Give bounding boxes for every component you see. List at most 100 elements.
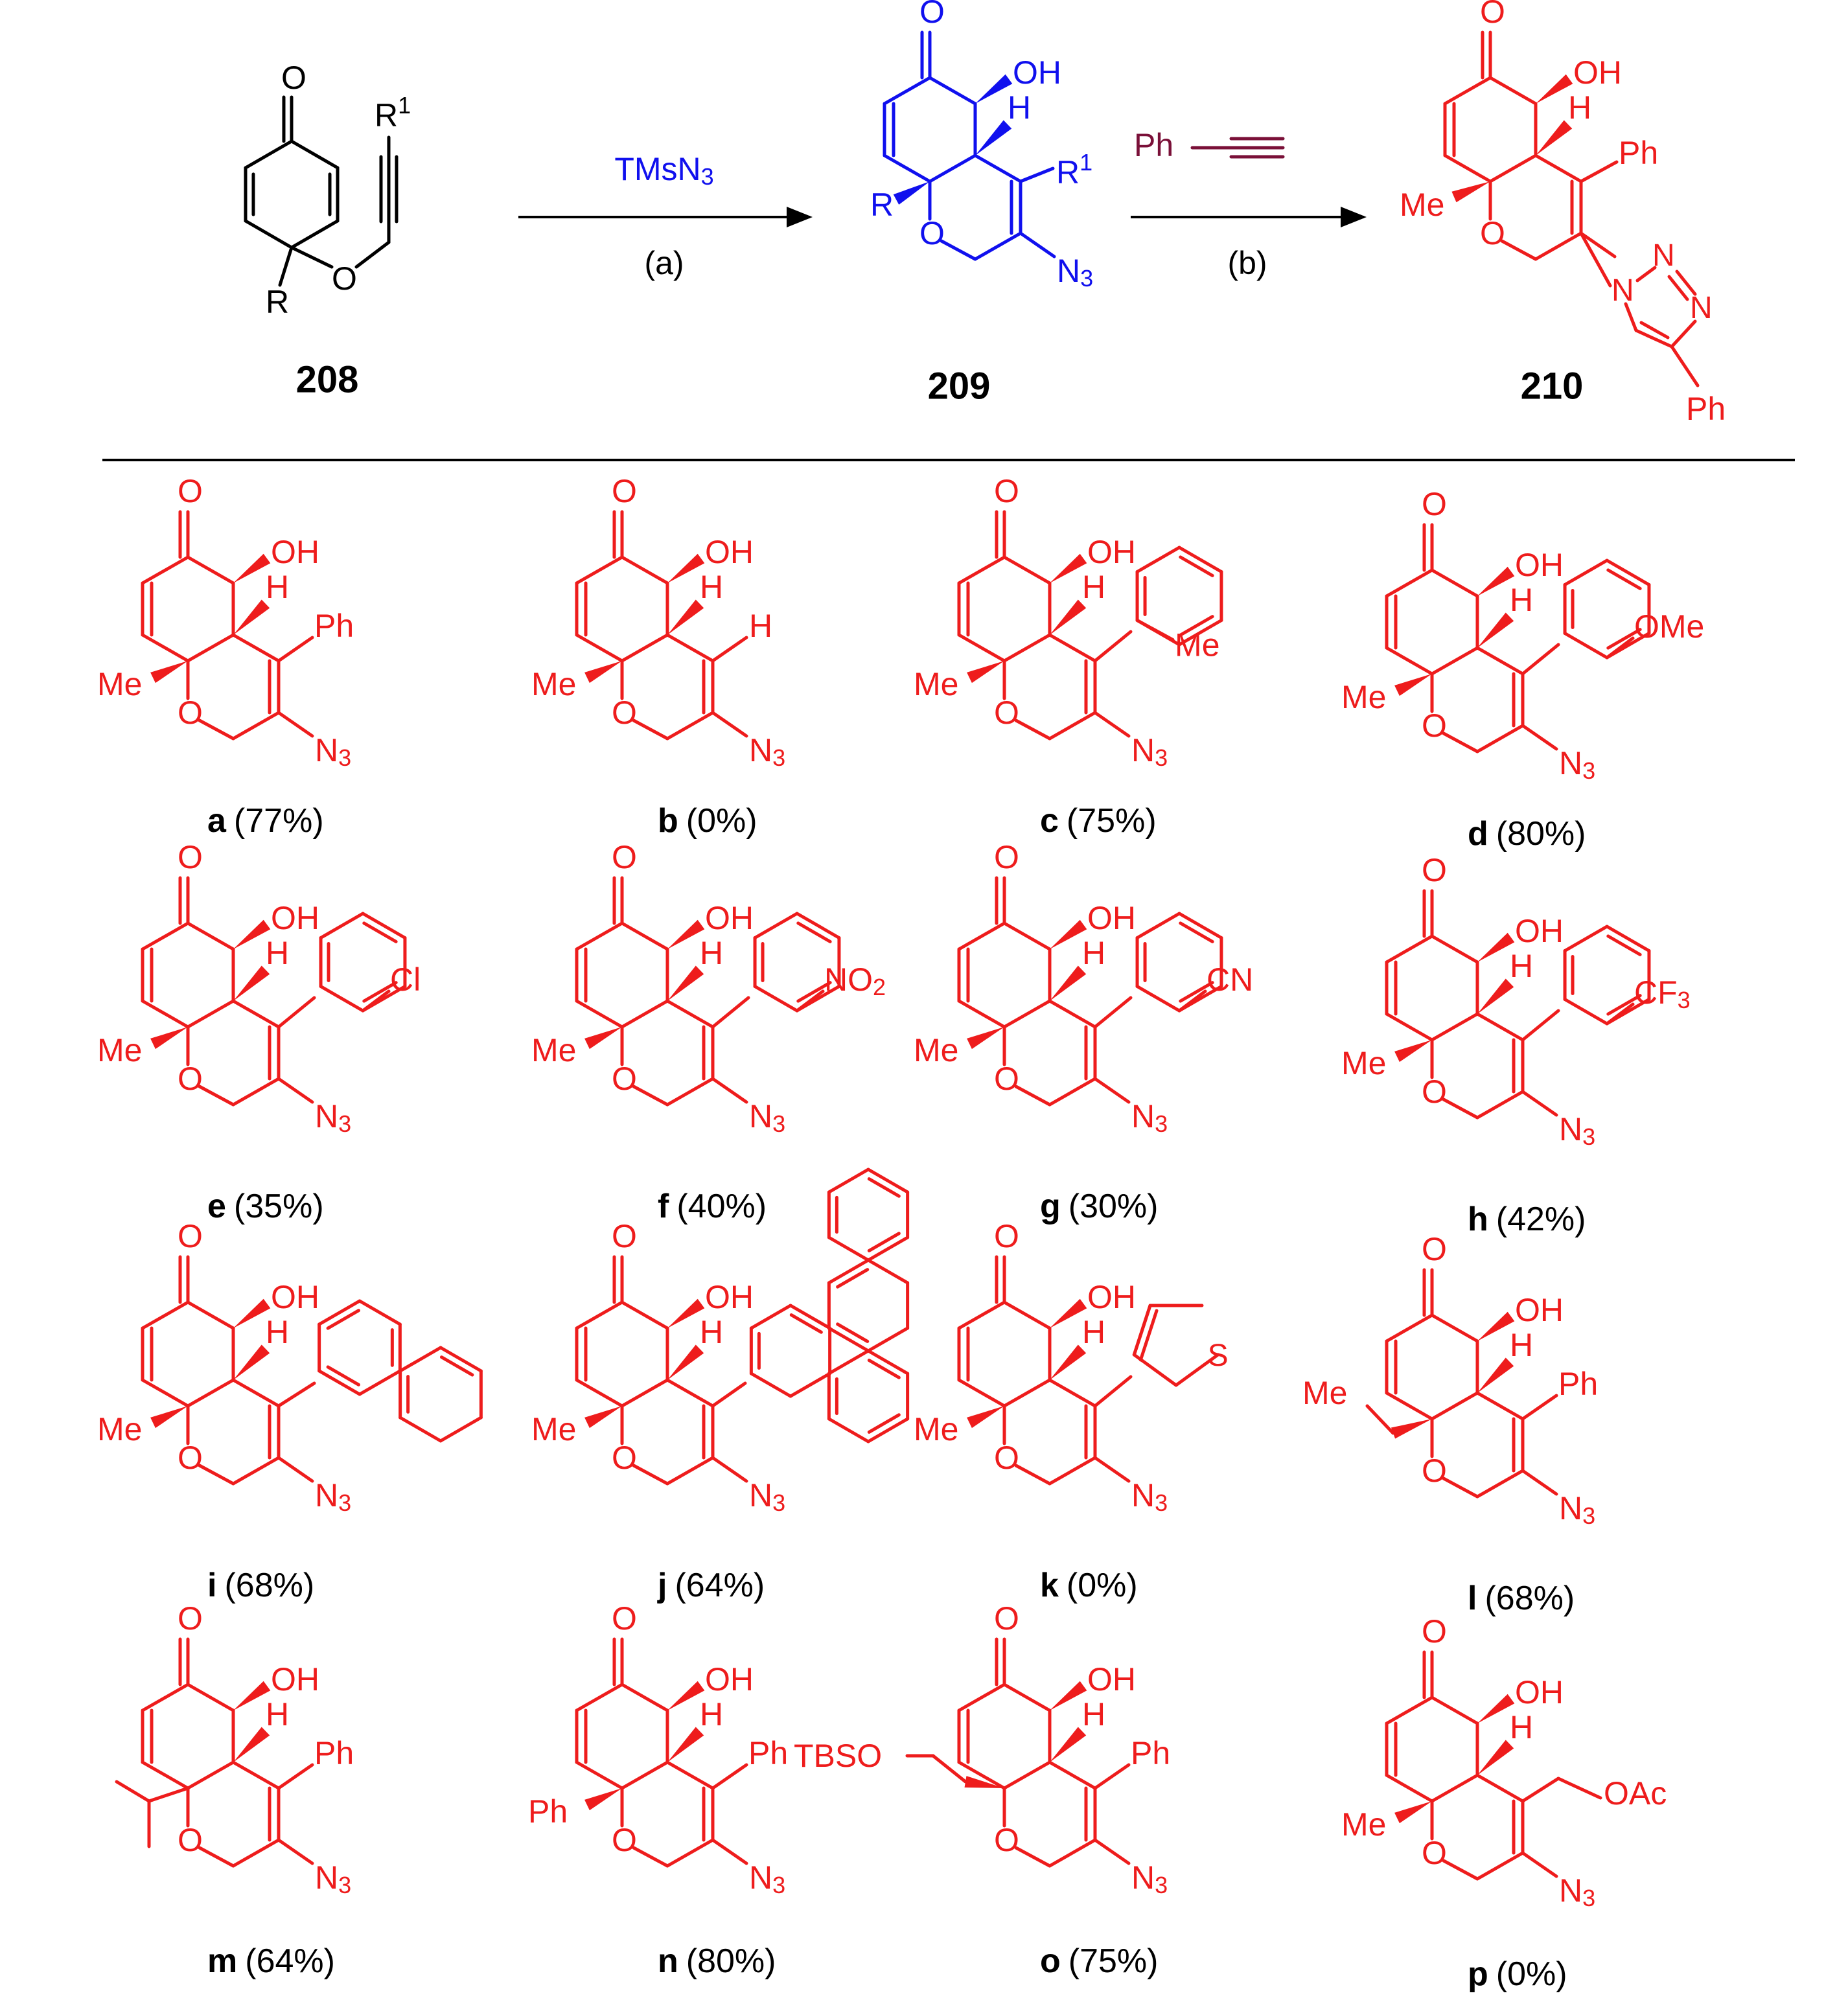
cmp-e-caption-part: (35%) — [234, 1188, 324, 1225]
cmp-h-cf3-part: 3 — [1678, 987, 1691, 1013]
c210-oh-part: OH — [1573, 54, 1622, 91]
cmp-l-bond-c7-c8 — [1475, 1469, 1525, 1499]
c209-h-wedge — [975, 120, 1012, 155]
prod-me-wedge — [1451, 181, 1490, 203]
cmp-c-m-me-part: Me — [1175, 627, 1219, 663]
cmp-o-chain-wedge — [964, 1776, 1004, 1788]
cmp-k-thiophene-dbl1-inner — [1138, 1309, 1159, 1362]
cmp-h-me-part: Me — [1341, 1045, 1386, 1081]
cmp-l-azide-part: 3 — [1582, 1502, 1595, 1529]
cmp-p-bond-o-c7 — [1442, 1859, 1479, 1881]
cmp-m-ipr-me1 — [115, 1780, 151, 1803]
cmp-a-oh-wedge — [233, 553, 271, 583]
cmp-p-n3-bond — [1521, 1851, 1558, 1878]
cmp-k-bond-c3-c4 — [957, 1378, 1006, 1408]
reagent-tmsn3: TMsN3 — [614, 151, 713, 190]
cmp-n-oh-part: OH — [705, 1661, 754, 1697]
cmp-p-h: H — [1510, 1709, 1533, 1745]
cmp-h-cf3-bond — [1605, 1002, 1635, 1026]
reagent-phenylacetylene-ph-part: Ph — [1134, 127, 1173, 163]
cmp-h-h-part: H — [1510, 948, 1533, 984]
cmp-j-oh: OH — [705, 1279, 754, 1315]
step-b-label: (b) — [1227, 245, 1267, 281]
cmp-d-bond-c1-c2 — [1385, 568, 1434, 598]
cmp-g-cn-bond — [1177, 989, 1207, 1013]
triazole-n1: N — [1611, 273, 1634, 308]
cmp-f-h-part: H — [700, 935, 723, 971]
cmp-d-azide-part: N — [1559, 745, 1582, 781]
cmp-e-cl: Cl — [390, 961, 421, 998]
cmp-p-ring-o: O — [1422, 1835, 1447, 1871]
compound-number-210: 210 — [1521, 365, 1584, 407]
cmp-f-ketone-o-part: O — [612, 839, 637, 875]
cmp-b-ketone-o: O — [612, 473, 637, 509]
cmp-h-me-wedge — [1394, 1040, 1432, 1063]
cmp-j-phen-ring1-edge — [749, 1372, 792, 1398]
cmp-d-h-wedge — [1477, 612, 1514, 648]
cmp-k-thiophene-edge — [1174, 1353, 1220, 1387]
cmp-h-caption-part: h — [1468, 1201, 1488, 1238]
cmp-j-h: H — [700, 1314, 723, 1350]
cmp-g-ketone-o-part: O — [994, 839, 1019, 875]
cmp-j-phen-ring4-inner-bond — [867, 1177, 901, 1198]
cmp-a-h-wedge — [233, 599, 270, 635]
cmp-m-ketone-o: O — [178, 1600, 203, 1637]
cmp-b-bond-c6-c1 — [620, 555, 669, 585]
cmp-b-bond-c9-c5 — [665, 633, 715, 663]
cmp-i-naph-ring1-inner-bond — [326, 1309, 361, 1330]
cmp-d-ome-part: OMe — [1634, 608, 1704, 645]
cmp-j-phen-ring3-edge — [866, 1417, 910, 1444]
cmp-i-azide-part: 3 — [338, 1490, 351, 1516]
cmp-m-bond-c1-c2 — [141, 1683, 190, 1712]
cmp-d-aryl-ring-edge — [1605, 558, 1651, 586]
cmp-e-cl-part: Cl — [390, 961, 421, 998]
cmp-o-oh: OH — [1087, 1661, 1136, 1697]
cmp-j-phen-ring4-inner-bond — [867, 1232, 901, 1252]
c210-bond-o-c7 — [1500, 239, 1538, 261]
cmp-p-ketone-o: O — [1422, 1613, 1447, 1650]
cmp-m-caption-part: m — [207, 1942, 237, 1980]
cmp-l-azide: N3 — [1559, 1490, 1595, 1529]
cmp-p-oac-part: OAc — [1604, 1775, 1667, 1812]
prod-me-part: Me — [1400, 187, 1444, 223]
cmp-p-azide-part: 3 — [1582, 1885, 1595, 1911]
sm-r1: R1 — [375, 92, 411, 133]
cmp-h-n3-bond — [1521, 1090, 1558, 1117]
cmp-f-ring-o-part: O — [612, 1061, 637, 1097]
cmp-j-oh-part: OH — [705, 1279, 754, 1315]
cmp-l-ring-o: O — [1422, 1453, 1447, 1489]
cmp-g-aryl-ring-edge — [1135, 985, 1181, 1013]
c210-ketone-o: O — [1480, 0, 1505, 30]
cmp-m-bond-o-c7 — [198, 1846, 235, 1868]
cmp-j-bond-c7-c8 — [665, 1456, 715, 1486]
cmp-o-caption-part: o — [1040, 1942, 1061, 1980]
cmp-c-me-wedge — [967, 661, 1004, 684]
cmp-j-phen-ring3-edge — [866, 1349, 910, 1375]
cmp-c-bond-o-c7 — [1014, 719, 1052, 741]
cmp-n-azide-part: N — [749, 1859, 772, 1896]
int-r-part: R — [870, 187, 894, 223]
cmp-f-no2: NO2 — [824, 961, 886, 1000]
cmp-a-me-part: Me — [97, 666, 142, 702]
cmp-j-h-part: H — [700, 1314, 723, 1350]
cmp-g-caption-part: (30%) — [1068, 1188, 1159, 1225]
triazole-attach — [1579, 231, 1612, 288]
cmp-g-cn-part: CN — [1207, 961, 1253, 998]
reagent-phenylacetylene-ph: Ph — [1134, 127, 1173, 163]
cmp-h-caption: h(42%) — [1468, 1201, 1586, 1238]
triazole-n2n3-inner — [1667, 275, 1689, 301]
cmp-d-aryl-bond — [1521, 643, 1560, 676]
cmp-j-ketone-o: O — [612, 1218, 637, 1254]
cmp-f-azide-part: 3 — [772, 1110, 785, 1137]
cmp-j-bond-c6-c1 — [620, 1300, 669, 1330]
cmp-c-bond-c9-c5 — [1048, 633, 1097, 663]
cmp-i-ring-o: O — [178, 1440, 203, 1476]
cmp-l-ph-part: Ph — [1558, 1366, 1598, 1402]
c210-bond-c7-c8 — [1534, 231, 1583, 261]
cmp-k-me-wedge — [967, 1406, 1004, 1429]
cmp-p-me: Me — [1341, 1806, 1386, 1843]
cmp-g-azide-part: 3 — [1155, 1110, 1168, 1137]
cmp-c-ketone-o: O — [994, 473, 1019, 509]
